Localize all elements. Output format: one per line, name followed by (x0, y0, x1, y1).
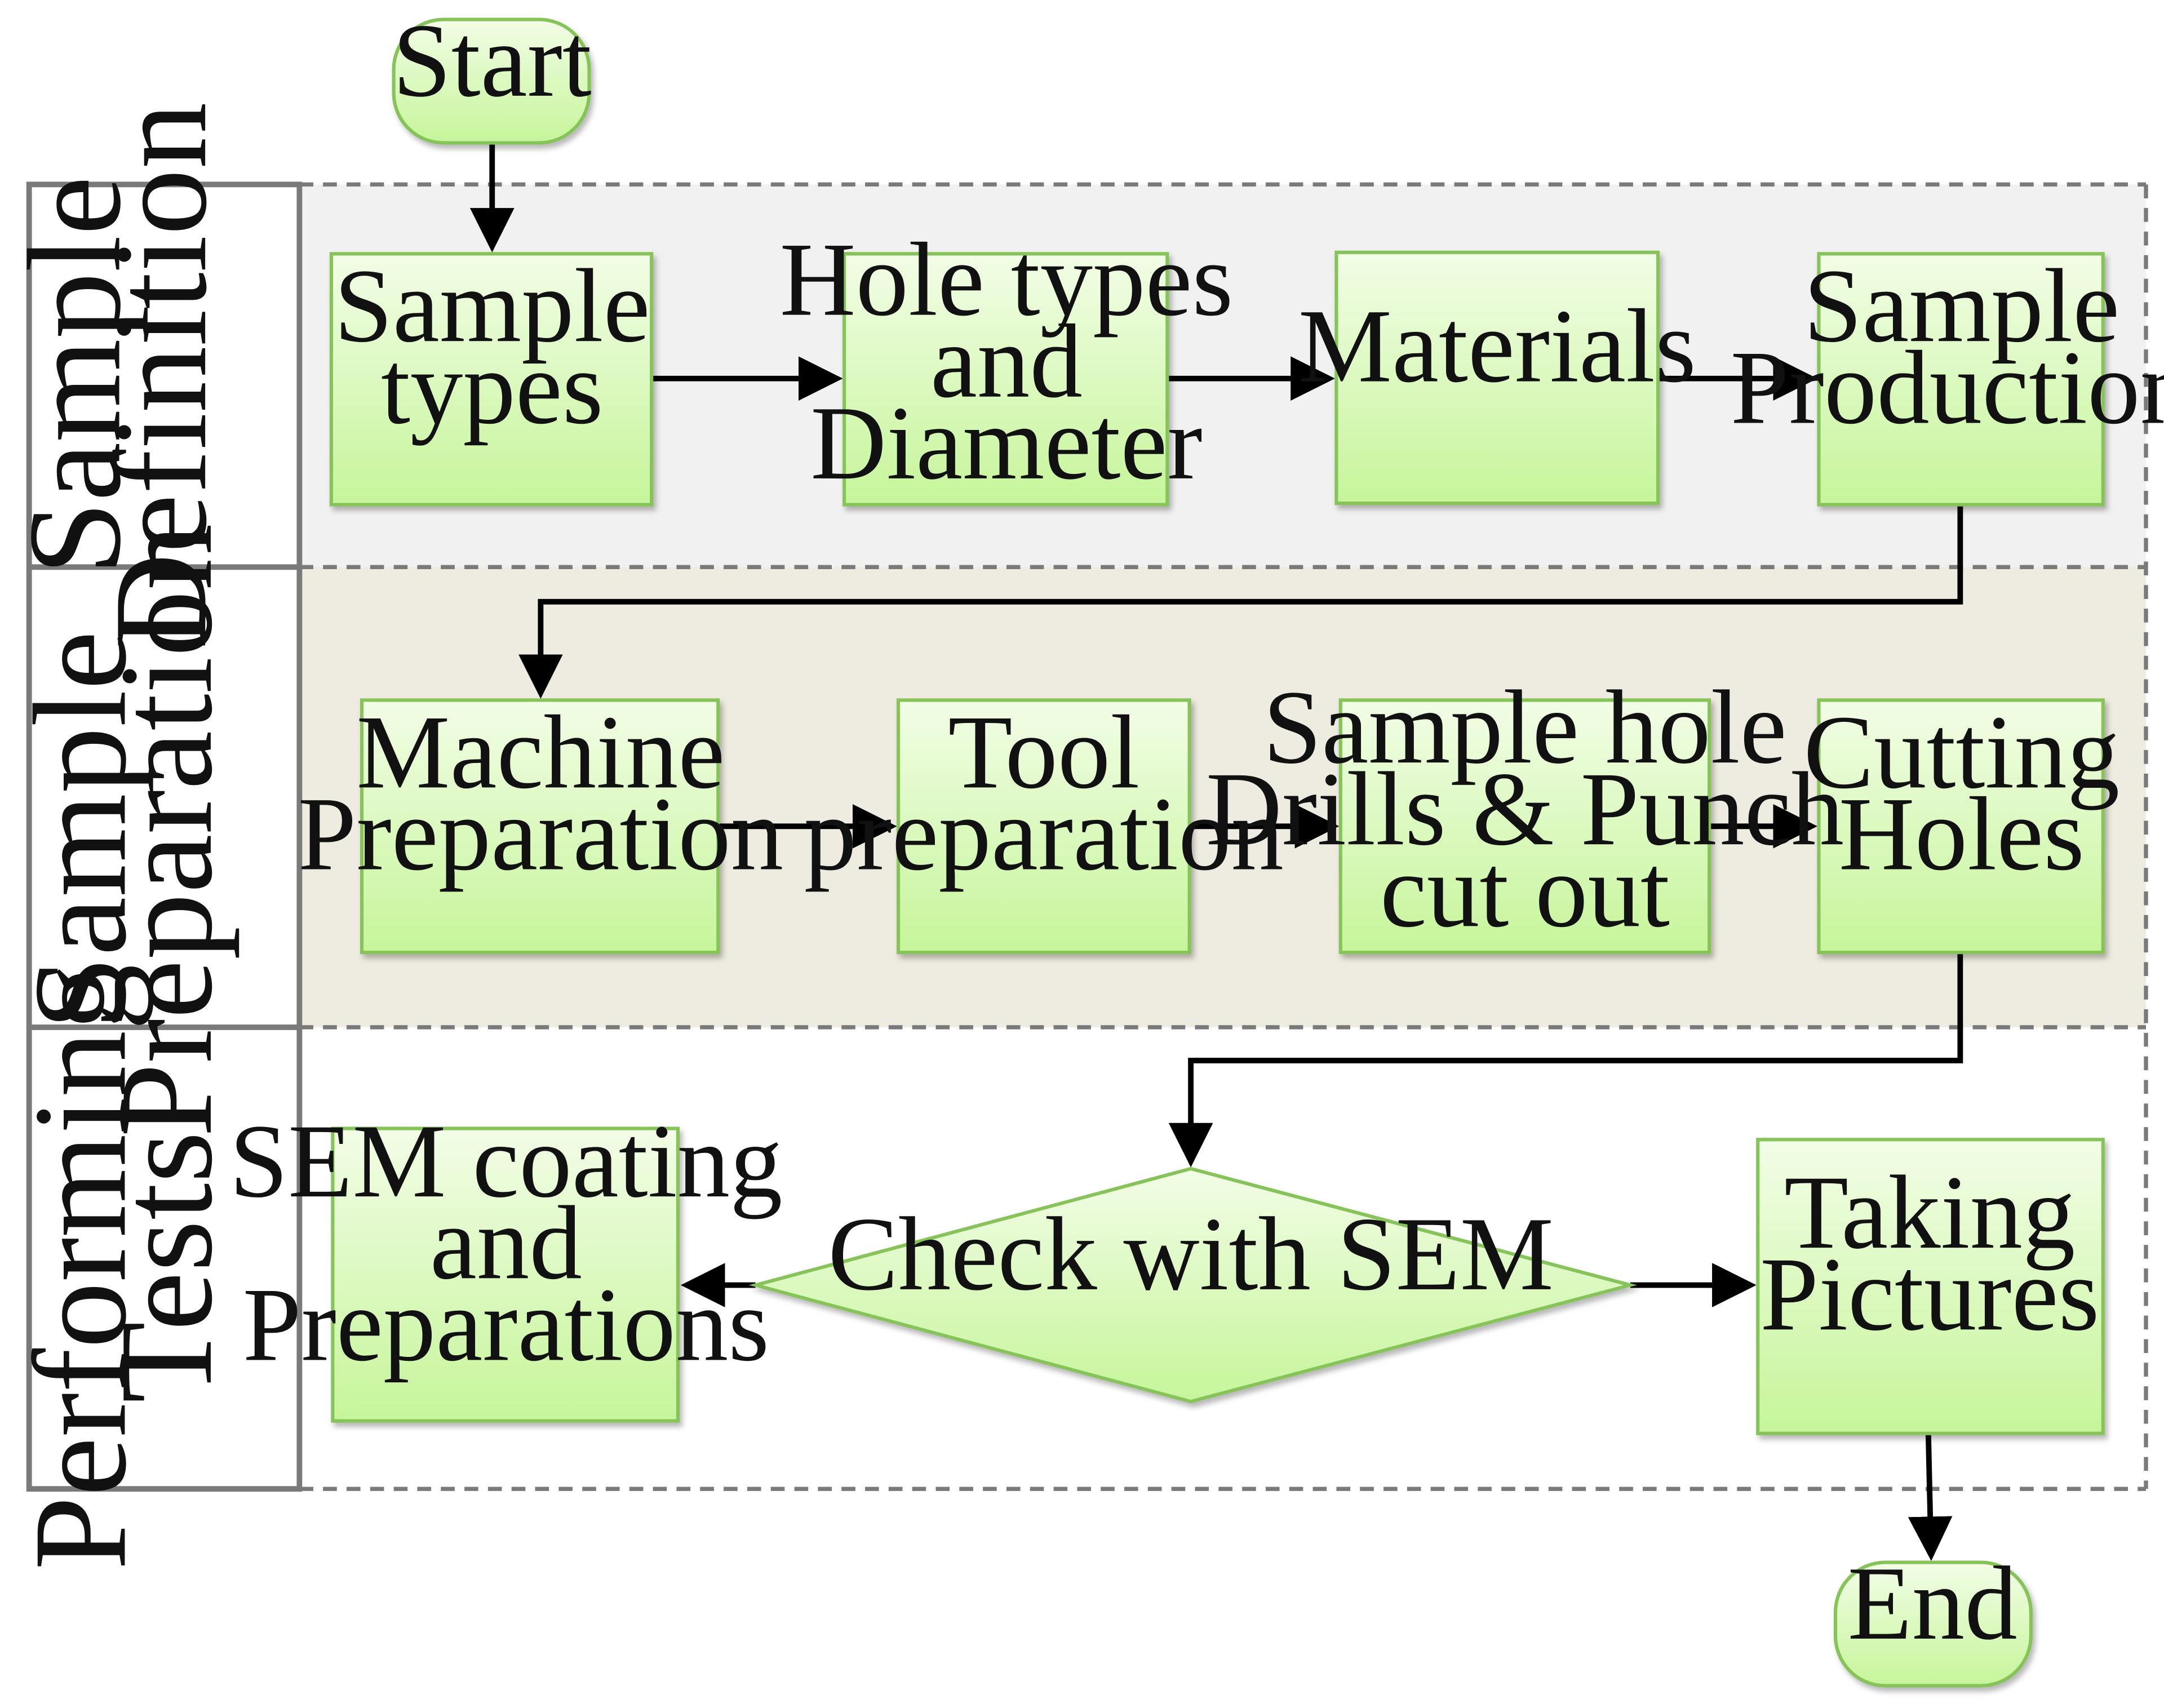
arrow-cutting-holes-to-check-sem (1168, 952, 1963, 1168)
drills-punch-box (1338, 698, 1711, 955)
sample-types-label: Sample (334, 247, 650, 364)
tool-preparation-label: Tool (948, 694, 1139, 810)
sample-types-box (329, 252, 654, 507)
drills-punch-label: Sample hole (1263, 669, 1786, 786)
sample-production-box (1817, 252, 2105, 507)
sem-coating-label: Preparations (243, 1266, 769, 1383)
taking-pictures-box (1756, 1138, 2105, 1435)
connectors (469, 144, 1963, 1561)
sample-production-label: Production (1731, 329, 2164, 446)
machine-preparation-box (360, 698, 720, 955)
cutting-holes-box (1817, 698, 2105, 955)
drills-punch-label: Drills & Punch (1206, 751, 1844, 867)
tool-preparation-label: preparation (804, 776, 1284, 893)
hole-types-label: Diameter (810, 385, 1202, 502)
node-labels: Start Sample types Hole types and Diamet… (229, 2, 2164, 1662)
sem-coating-box (331, 1126, 680, 1423)
arrow-sample-production-to-machine-preparation (518, 504, 1963, 699)
end-terminator (1833, 1560, 2033, 1688)
sem-coating-label: and (430, 1184, 582, 1301)
machine-preparation-label: Machine (356, 694, 725, 810)
end-label: End (1848, 1545, 2017, 1662)
cutting-holes-label: Cutting (1803, 694, 2119, 810)
hole-types-label: and (930, 303, 1083, 420)
lane-label-line: Sample (2, 176, 149, 575)
materials-box (1334, 250, 1660, 505)
lane-label-line: Preparation (93, 524, 240, 1137)
lane-label-line: Definition (87, 103, 234, 650)
machine-preparation-label: Preparation (298, 776, 784, 893)
start-label: Start (393, 2, 592, 119)
nodes (329, 17, 2105, 1688)
tool-preparation-box (896, 698, 1191, 955)
hole-types-box (842, 252, 1169, 507)
start-terminator (392, 17, 591, 145)
cutting-holes-label: Holes (1839, 776, 2085, 893)
taking-pictures-label: Pictures (1760, 1236, 2099, 1352)
sample-production-label: Sample (1803, 247, 2119, 364)
lane-header-column (26, 181, 303, 1492)
taking-pictures-label: Taking (1784, 1154, 2075, 1271)
sem-coating-label: SEM coating (229, 1103, 782, 1219)
lane-label-preparation: Sample Preparation (7, 524, 240, 1137)
lane-label-line: Performing (7, 964, 154, 1571)
lane-label-line: Tests (93, 1132, 240, 1403)
drills-punch-label: cut out (1380, 832, 1670, 949)
lane-label-line: Sample (7, 631, 154, 1030)
check-sem-label: Check with SEM (828, 1196, 1554, 1312)
hole-types-label: Hole types (780, 221, 1234, 338)
lane-label-tests: Performing Tests (7, 964, 240, 1571)
materials-label: Materials (1298, 288, 1696, 405)
sample-types-label: types (381, 329, 604, 446)
check-sem-decision (748, 1166, 1637, 1404)
arrow-taking-pictures-to-end (1908, 1433, 1953, 1561)
lane-label-definition: Sample Definition (2, 103, 235, 650)
